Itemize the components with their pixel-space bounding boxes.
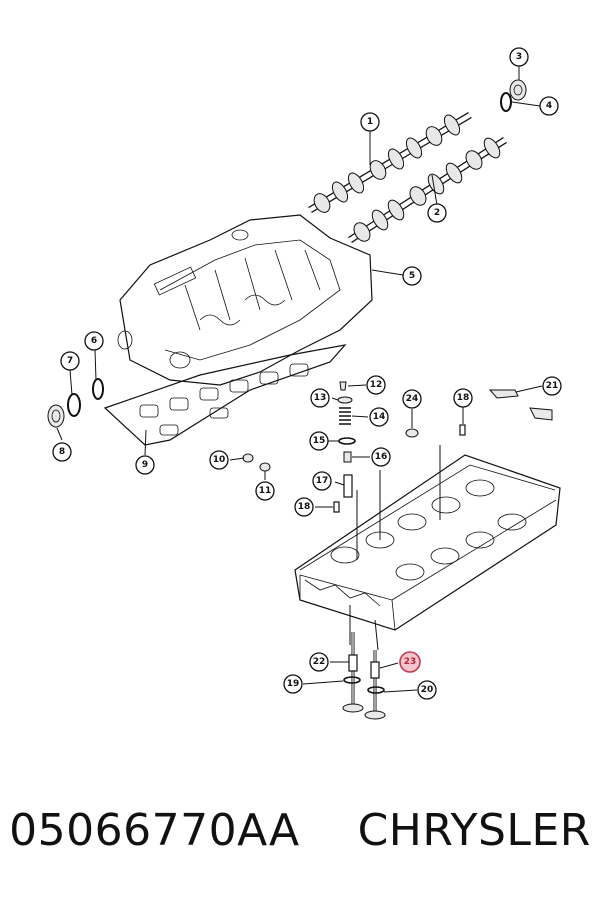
svg-text:8: 8 — [59, 447, 65, 457]
svg-text:14: 14 — [373, 412, 386, 422]
svg-text:6: 6 — [91, 336, 97, 346]
svg-text:12: 12 — [370, 380, 383, 390]
rocker-arm-21 — [488, 389, 553, 421]
svg-text:16: 16 — [375, 452, 388, 462]
brand-name: CHRYSLER — [357, 804, 591, 856]
retainer-13 — [337, 396, 353, 404]
dowel-pin-18a — [333, 501, 340, 513]
exploded-parts-diagram: 1 2 3 4 5 6 7 8 9 10 11 12 13 14 15 16 1… — [47, 47, 562, 720]
callout-10: 10 — [209, 450, 229, 470]
callout-12: 12 — [366, 375, 386, 395]
valve-seal-16 — [343, 451, 352, 463]
callout-1: 1 — [360, 112, 380, 132]
valve-stem-seal-22 — [348, 654, 358, 672]
svg-text:13: 13 — [314, 393, 327, 403]
camshaft-plug-3 — [509, 79, 527, 101]
svg-text:7: 7 — [67, 356, 73, 366]
callout-15: 15 — [309, 431, 329, 451]
callout-13: 13 — [310, 388, 330, 408]
oring-6 — [92, 378, 104, 400]
footer: 05066770AA CHRYSLER — [0, 790, 600, 870]
callout-2: 2 — [427, 203, 447, 223]
callout-4: 4 — [539, 96, 559, 116]
callout-22: 22 — [309, 652, 329, 672]
gasket-9 — [103, 344, 347, 446]
svg-text:5: 5 — [409, 271, 415, 281]
svg-text:20: 20 — [421, 685, 434, 695]
svg-text:24: 24 — [406, 394, 419, 404]
callout-5: 5 — [402, 266, 422, 286]
camshaft-2 — [348, 137, 507, 243]
bolt-10 — [242, 453, 254, 463]
spring-seat-20 — [367, 686, 385, 694]
callout-16: 16 — [371, 447, 391, 467]
callout-19: 19 — [283, 674, 303, 694]
dowel-pin-18b — [459, 424, 466, 436]
svg-text:17: 17 — [316, 476, 329, 486]
callout-6: 6 — [84, 331, 104, 351]
valve-20 — [364, 650, 386, 720]
svg-text:15: 15 — [313, 436, 326, 446]
plug-11 — [259, 462, 271, 472]
callout-17: 17 — [312, 471, 332, 491]
spring-seat-15 — [338, 437, 356, 445]
callout-11: 11 — [255, 481, 275, 501]
valve-guide-17 — [343, 474, 353, 498]
spring-seat-19 — [343, 676, 361, 684]
callout-9: 9 — [135, 455, 155, 475]
valve-spring-14 — [339, 407, 351, 425]
svg-text:1: 1 — [367, 117, 373, 127]
camshaft-1 — [308, 111, 472, 214]
svg-text:23: 23 — [404, 657, 417, 667]
callout-20: 20 — [417, 680, 437, 700]
seal-8 — [47, 404, 65, 428]
valve-19 — [342, 632, 364, 713]
cup-plug-24 — [405, 428, 419, 438]
leader-lines — [56, 65, 543, 693]
svg-text:4: 4 — [546, 101, 552, 111]
callout-18b: 18 — [453, 388, 473, 408]
callout-14: 14 — [369, 407, 389, 427]
valve-stem-seal-23 — [370, 661, 380, 679]
svg-text:11: 11 — [259, 486, 272, 496]
callout-3: 3 — [509, 47, 529, 67]
svg-text:22: 22 — [313, 657, 326, 667]
svg-text:18: 18 — [298, 502, 311, 512]
callout-23-highlighted[interactable]: 23 — [399, 651, 421, 673]
callout-8: 8 — [52, 442, 72, 462]
svg-text:18: 18 — [457, 393, 470, 403]
callout-7: 7 — [60, 351, 80, 371]
svg-text:21: 21 — [546, 381, 559, 391]
svg-text:3: 3 — [516, 52, 522, 62]
part-number: 05066770AA — [9, 804, 300, 856]
callout-21: 21 — [542, 376, 562, 396]
oring-7 — [67, 393, 81, 417]
oring-4 — [500, 92, 512, 112]
cylinder-head — [294, 454, 561, 631]
callout-24: 24 — [402, 389, 422, 409]
svg-text:9: 9 — [142, 460, 148, 470]
camshaft-housing-5 — [117, 214, 373, 386]
svg-text:2: 2 — [434, 208, 440, 218]
svg-text:19: 19 — [287, 679, 300, 689]
svg-text:10: 10 — [213, 455, 226, 465]
valve-keepers-12 — [339, 381, 347, 391]
callout-18a: 18 — [294, 497, 314, 517]
